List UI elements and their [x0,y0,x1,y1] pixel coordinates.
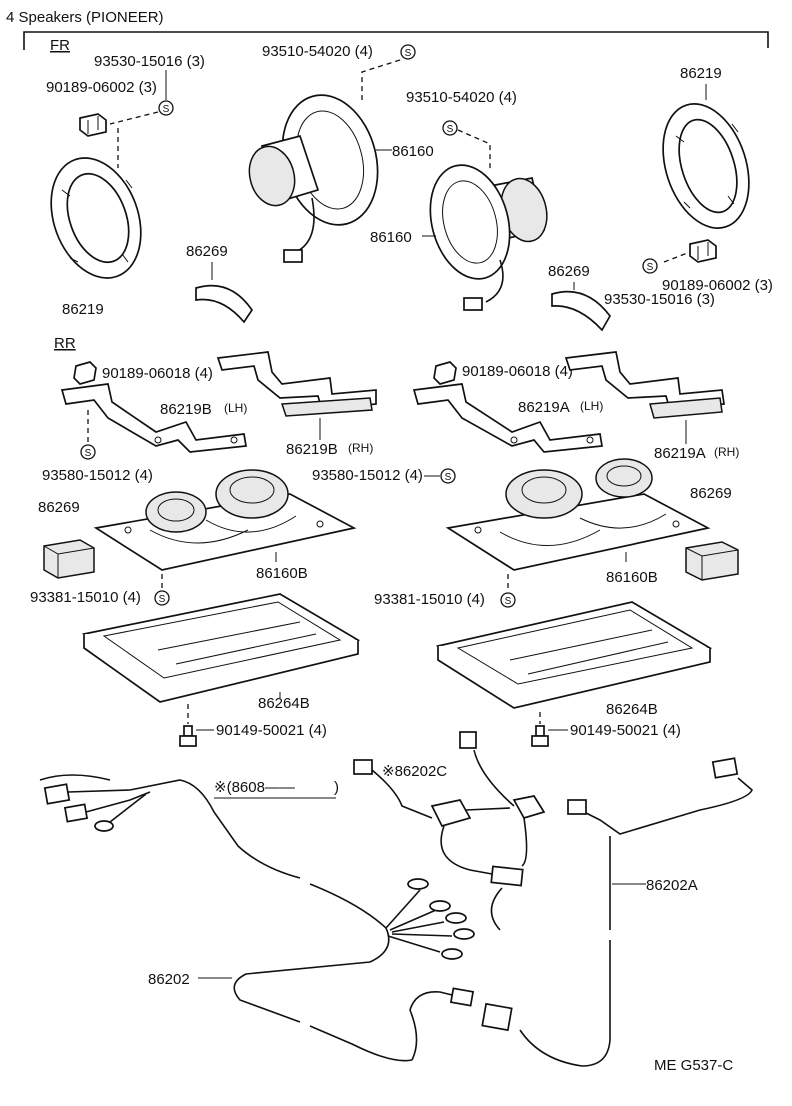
rr-pad-right [685,541,739,581]
rr-clip-right [433,361,457,385]
label-rr-bracket-lh-a-side: (LH) [580,399,603,413]
label-fr-ring-right: 86219 [680,65,722,82]
label-fr-clip-right: 90189-06002 (3) [662,277,773,294]
label-rr-speaker-left: 86160B [256,565,308,582]
label-rr-bracket-rh-b-side: (RH) [348,441,373,455]
label-rr-pad-right: 86269 [690,485,732,502]
diagram-code: ME G537-C [654,1057,733,1074]
svg-text:S: S [447,124,454,135]
label-rr-clip-left: 90189-06018 (4) [102,365,213,382]
label-fr-screw-right: 93530-15016 (3) [604,291,715,308]
label-rr-pad-left: 86269 [38,499,80,516]
label-fr-screw-spk2: 93510-54020 (4) [406,89,517,106]
s-mark-rr-b-right: S [500,592,516,608]
label-fr-pad-2: 86269 [548,263,590,280]
svg-text:S: S [85,448,92,459]
rr-bolt-right [531,725,549,747]
s-mark-fr-spk2: S [442,120,458,136]
label-rr-clip-right: 90189-06018 (4) [462,363,573,380]
svg-text:S: S [163,104,170,115]
s-mark-fr-right: S [642,258,658,274]
label-fr-screw-left: 93530-15016 (3) [94,53,205,70]
s-mark-fr-spk1: S [400,44,416,60]
section-label-rear: RR [54,335,76,352]
label-rr-screw-b-right: 93381-15010 (4) [374,591,485,608]
rr-bracket-lh-a [412,383,603,453]
label-fr-clip-left: 90189-06002 (3) [46,79,157,96]
label-rr-bracket-lh-b-side: (LH) [224,401,247,415]
wire-86202a [481,757,753,1067]
svg-text:S: S [159,594,166,605]
fr-clip-left [79,113,107,137]
svg-text:S: S [505,596,512,607]
rr-bracket-rh-b [216,351,377,417]
label-rr-bracket-lh-a: 86219A [518,399,570,416]
label-wire-note-close: ) [334,779,339,796]
label-rr-bolt-left: 90149-50021 (4) [216,722,327,739]
s-mark-rr-b-left: S [154,590,170,606]
label-rr-screw-left: 93580-15012 (4) [42,467,153,484]
s-mark-rr-left: S [80,444,96,460]
rr-cover-right [435,601,713,709]
rr-bolt-left [179,725,197,747]
label-fr-ring-left: 86219 [62,301,104,318]
label-wire-86202: 86202 [148,971,190,988]
fr-ring-right [662,103,750,229]
label-rr-bracket-lh-b: 86219B [160,401,212,418]
label-rr-screw-right: 93580-15012 (4) [312,467,423,484]
label-fr-speaker-1: 86160 [392,143,434,160]
s-mark-fr-left: S [158,100,174,116]
wire-86202 [39,774,475,1062]
label-rr-bracket-rh-a-side: (RH) [714,445,739,459]
label-fr-pad-1: 86269 [186,243,228,260]
label-wire-note: ※(8608—— [214,779,295,796]
dash-fr-spk1 [361,59,401,100]
rr-speaker-right [445,458,711,571]
svg-text:S: S [405,48,412,59]
header-frame-line [23,31,769,50]
label-rr-bracket-rh-b: 86219B [286,441,338,458]
label-fr-speaker-2: 86160 [370,229,412,246]
label-rr-speaker-right: 86160B [606,569,658,586]
rr-speaker-left [93,469,357,571]
fr-pad-1 [195,284,254,324]
label-rr-screw-b-left: 93381-15010 (4) [30,589,141,606]
rr-bracket-lh-b [60,383,247,453]
wire-86202c [353,731,546,931]
svg-text:S: S [445,472,452,483]
label-rr-cover-left: 86264B [258,695,310,712]
rr-pad-left [43,539,95,579]
section-label-front: FR [50,37,70,54]
dash-fr-spk2 [457,129,491,170]
label-wire-86202c: ※86202C [382,763,447,780]
diagram-title: 4 Speakers (PIONEER) [6,9,164,26]
rr-clip-left [73,361,97,385]
rr-bracket-rh-a [564,351,725,419]
label-fr-screw-spk1: 93510-54020 (4) [262,43,373,60]
label-wire-86202a: 86202A [646,877,698,894]
fr-clip-right [689,239,717,263]
fr-speaker-2 [429,164,548,311]
fr-pad-2 [551,290,612,332]
label-rr-bolt-right: 90149-50021 (4) [570,722,681,739]
fr-ring-left [50,157,142,279]
fr-speaker-1 [248,94,379,263]
s-mark-rr-right: S [440,468,456,484]
svg-text:S: S [647,262,654,273]
label-rr-bracket-rh-a: 86219A [654,445,706,462]
dash-fr-left [109,111,159,168]
rr-cover-left [81,593,361,703]
label-rr-cover-right: 86264B [606,701,658,718]
dash-fr-right [663,251,691,263]
